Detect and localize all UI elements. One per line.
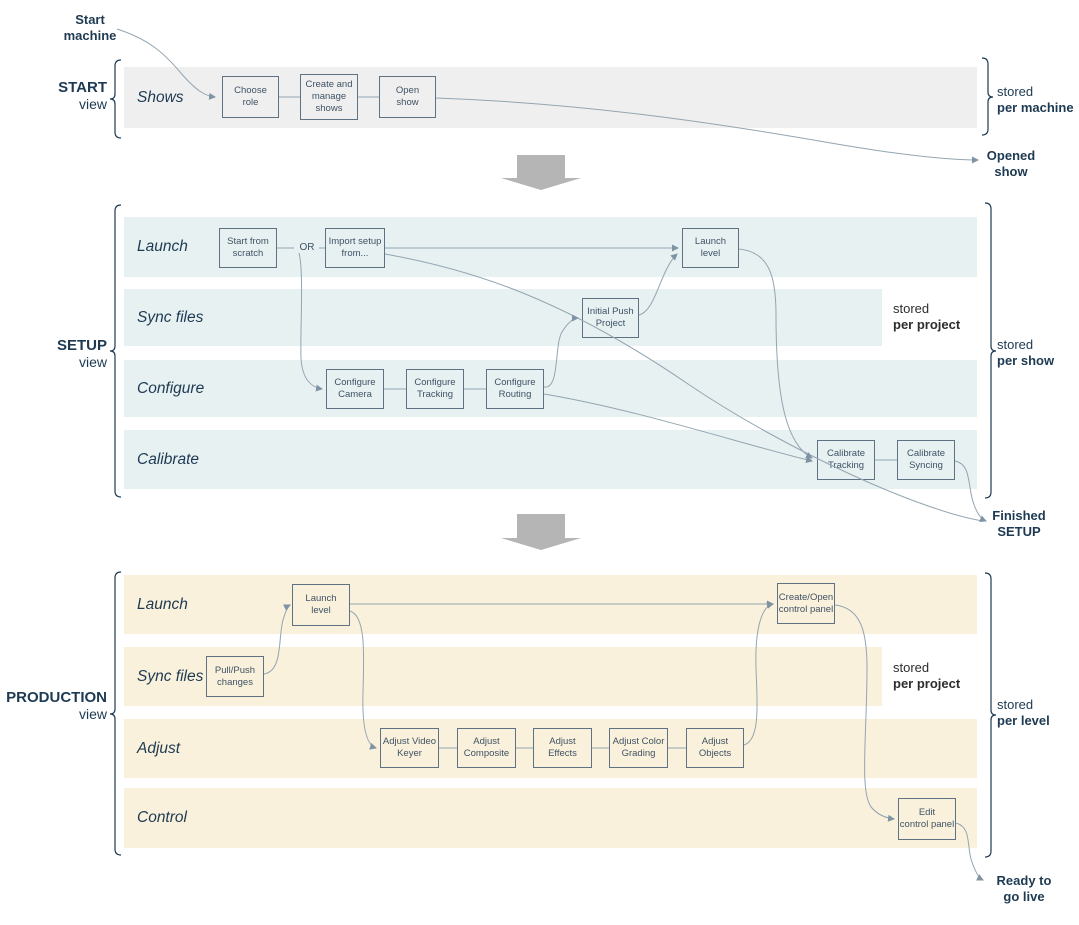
ready-to-go-live-label: Ready to go live xyxy=(996,873,1052,904)
setup-view-title: SETUP view xyxy=(20,337,107,371)
box-prod-launch-level: Launch level xyxy=(292,584,350,626)
stored-label: stored xyxy=(997,337,1034,352)
production-view-title-text: PRODUCTION xyxy=(6,689,107,706)
box-configure-tracking: Configure Tracking xyxy=(406,369,464,409)
per-project-label: per project xyxy=(893,317,961,332)
production-left-brace xyxy=(109,571,122,856)
per-machine-label: per machine xyxy=(997,100,1074,115)
setup-lane-sync-files: Sync files xyxy=(124,289,882,346)
start-view-title: START view xyxy=(20,79,107,113)
box-calibrate-tracking: Calibrate Tracking xyxy=(817,440,875,480)
box-adjust-effects: Adjust Effects xyxy=(533,728,592,768)
opened-show-label: Opened show xyxy=(986,148,1036,179)
down-arrow-start-to-setup xyxy=(501,155,581,190)
stored-label: stored xyxy=(893,660,930,675)
production-view-title: PRODUCTION view xyxy=(5,689,107,723)
edge-create-open-to-edit-panel xyxy=(834,604,895,822)
lane-label-prod-launch: Launch xyxy=(137,595,188,613)
start-machine-label: Start machine xyxy=(63,12,117,43)
box-import-setup: Import setup from... xyxy=(325,228,385,268)
start-left-brace xyxy=(109,59,122,139)
setup-stored-per-project-note: stored per project xyxy=(893,301,960,333)
setup-view-title-text: SETUP xyxy=(56,337,107,354)
lane-label-adjust: Adjust xyxy=(137,739,181,757)
box-initial-push-project: Initial Push Project xyxy=(582,298,639,338)
box-choose-role: Choose role xyxy=(222,76,279,118)
or-label: OR xyxy=(299,242,315,253)
box-create-open-control-panel: Create/Open control panel xyxy=(777,583,835,624)
stored-per-level-note: stored per level xyxy=(997,697,1050,729)
box-setup-launch-level: Launch level xyxy=(682,228,739,268)
production-lane-control: Control xyxy=(124,788,977,848)
start-view-subtitle: view xyxy=(78,96,107,112)
box-adjust-color-grading: Adjust Color Grading xyxy=(609,728,668,768)
box-start-from-scratch: Start from scratch xyxy=(219,228,277,268)
production-view-subtitle: view xyxy=(78,706,107,722)
lane-label-sync-files: Sync files xyxy=(137,308,204,326)
box-adjust-objects: Adjust Objects xyxy=(686,728,744,768)
production-stored-per-project-note: stored per project xyxy=(893,660,960,692)
box-edit-control-panel: Edit control panel xyxy=(898,798,956,840)
lane-label-launch: Launch xyxy=(137,238,188,255)
lane-label-calibrate: Calibrate xyxy=(137,450,200,468)
box-adjust-video-keyer: Adjust Video Keyer xyxy=(380,728,439,768)
lane-label-control: Control xyxy=(137,809,187,826)
box-configure-routing: Configure Routing xyxy=(486,369,544,409)
edge-launch-level-to-calibrate-tracking xyxy=(738,248,813,459)
box-open-show: Open show xyxy=(379,76,436,118)
lane-label-prod-sync-files: Sync files xyxy=(137,667,204,685)
production-lane-launch: Launch xyxy=(124,575,977,634)
box-pull-push-changes: Pull/Push changes xyxy=(206,656,264,697)
lane-label-configure: Configure xyxy=(137,379,205,397)
box-create-manage-shows: Create and manage shows xyxy=(300,74,358,120)
setup-lane-configure: Configure xyxy=(124,360,977,417)
stored-label: stored xyxy=(997,84,1034,99)
setup-right-brace xyxy=(984,202,997,499)
finished-setup-label: Finished SETUP xyxy=(992,508,1046,539)
setup-view-subtitle: view xyxy=(78,354,107,370)
lane-label-shows: Shows xyxy=(137,88,184,106)
stored-label: stored xyxy=(997,697,1034,712)
stored-per-show-note: stored per show xyxy=(997,337,1054,369)
stored-per-machine-note: stored per machine xyxy=(997,84,1074,116)
setup-left-brace xyxy=(109,204,122,498)
per-level-label: per level xyxy=(997,713,1050,728)
box-adjust-composite: Adjust Composite xyxy=(457,728,516,768)
per-project-label: per project xyxy=(893,676,961,691)
box-calibrate-syncing: Calibrate Syncing xyxy=(897,440,955,480)
down-arrow-setup-to-production xyxy=(501,514,581,550)
production-right-brace xyxy=(984,572,997,858)
per-show-label: per show xyxy=(997,353,1055,368)
start-right-brace xyxy=(981,57,994,136)
stored-label: stored xyxy=(893,301,930,316)
box-configure-camera: Configure Camera xyxy=(326,369,384,409)
start-view-title-text: START xyxy=(58,79,107,96)
